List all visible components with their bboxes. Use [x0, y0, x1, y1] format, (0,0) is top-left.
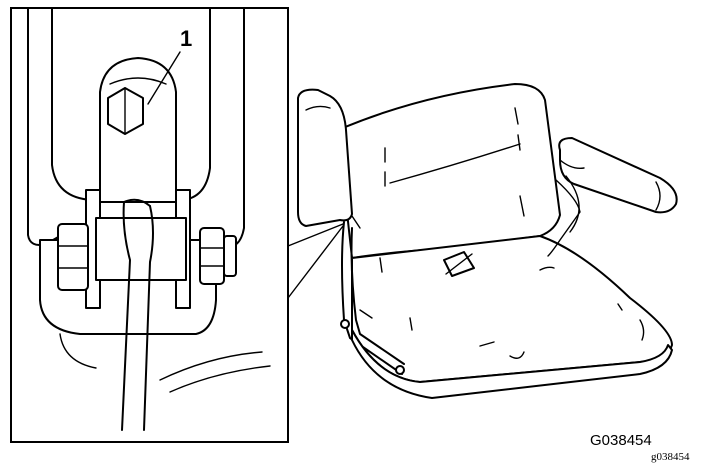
seat-backrest — [337, 83, 561, 259]
strut-pivot-bolt — [340, 319, 350, 329]
zoom-line-upper — [287, 223, 344, 247]
strut-lower-bolt — [395, 365, 405, 375]
wiring — [547, 179, 581, 257]
right-armrest — [558, 137, 678, 214]
hinge-plate — [99, 57, 177, 203]
left-nut — [57, 223, 89, 291]
callout-1-leader — [147, 51, 181, 105]
left-armrest — [297, 88, 353, 227]
seat-base — [351, 329, 673, 399]
figure-id: G038454 — [590, 432, 652, 449]
right-nut — [199, 227, 225, 285]
seat-overview — [297, 83, 678, 399]
callout-1-number: 1 — [180, 26, 192, 51]
file-id: g038454 — [651, 451, 690, 463]
detail-inset: 1 — [10, 7, 289, 443]
support-rod — [121, 201, 131, 431]
zoom-line-lower — [287, 225, 344, 299]
